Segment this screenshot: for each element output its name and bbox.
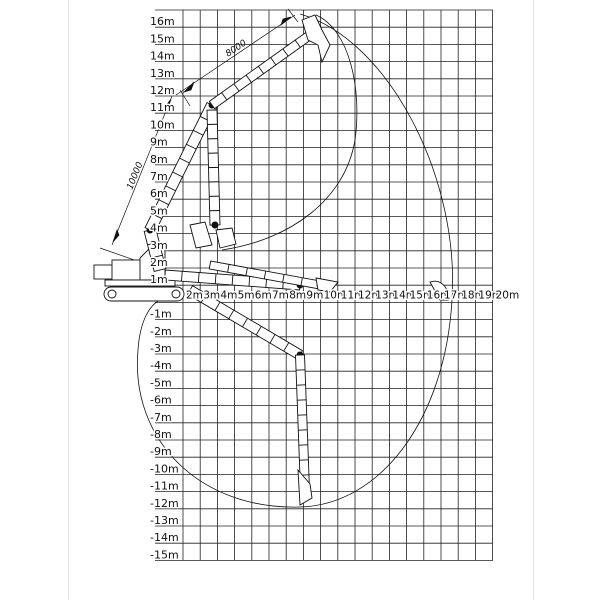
x-axis-label: 13m bbox=[375, 289, 399, 301]
bucket-deep bbox=[297, 468, 313, 506]
bucket-top bbox=[301, 14, 331, 64]
x-axis-label: 6m bbox=[255, 289, 272, 301]
y-axis-label: 11m bbox=[150, 101, 175, 114]
y-axis-label: -7m bbox=[150, 411, 172, 424]
x-axis-label: 9m bbox=[306, 289, 323, 301]
arm-length-label: 8000 bbox=[224, 38, 249, 59]
x-axis-label: 7m bbox=[272, 289, 289, 301]
y-axis-labels: 16m 15m 14m 13m 12m 11m 10m 9m 8m 7m 6m 5m 4m 3m 2m 1m -… bbox=[149, 14, 181, 563]
y-axis-label: 10m bbox=[150, 118, 175, 131]
y-axis-label: 2m bbox=[150, 256, 168, 269]
x-axis-label: 20m bbox=[496, 289, 520, 301]
y-axis-label: 15m bbox=[150, 32, 175, 45]
bucket-curl bbox=[189, 221, 213, 249]
bucket-reach bbox=[429, 280, 449, 301]
x-axis-label: 16m bbox=[427, 289, 451, 301]
y-axis-label: -3m bbox=[150, 342, 172, 355]
x-axis-label: 5m bbox=[238, 289, 255, 301]
x-axis-label: 10m bbox=[324, 289, 348, 301]
boom-dimension bbox=[99, 95, 173, 263]
x-axis-label: 12m bbox=[358, 289, 382, 301]
y-axis-label: -15m bbox=[150, 548, 179, 561]
y-axis-label: -14m bbox=[150, 531, 179, 544]
y-axis-label: 13m bbox=[150, 67, 175, 80]
y-axis-label: 12m bbox=[150, 84, 175, 97]
max-reach-envelope bbox=[136, 13, 454, 508]
max-height-envelope bbox=[221, 14, 358, 251]
y-axis-label: -6m bbox=[150, 394, 172, 407]
y-axis-label: 4m bbox=[150, 222, 168, 235]
arm-vertical bbox=[295, 354, 310, 494]
y-axis-label: -8m bbox=[150, 428, 172, 441]
x-axis-label: 14m bbox=[392, 289, 416, 301]
y-axis-label: -5m bbox=[150, 376, 172, 389]
y-axis-label: 5m bbox=[150, 204, 168, 217]
y-axis-label: 14m bbox=[150, 50, 175, 63]
y-axis-label: -10m bbox=[150, 462, 179, 475]
y-axis-label: 8m bbox=[150, 153, 168, 166]
x-axis-label: 11m bbox=[341, 289, 365, 301]
y-axis-label: 3m bbox=[150, 239, 168, 252]
bucket-curl-2 bbox=[215, 227, 237, 249]
y-axis-label: -4m bbox=[150, 359, 172, 372]
y-axis-label: 7m bbox=[150, 170, 168, 183]
y-axis-label: 1m bbox=[150, 273, 168, 286]
boom-raised-upper bbox=[144, 101, 218, 234]
x-axis-label: 15m bbox=[410, 289, 434, 301]
y-axis-label: -13m bbox=[150, 514, 179, 527]
x-axis-label: 17m bbox=[444, 289, 468, 301]
excavator-poses bbox=[143, 30, 324, 494]
buckets bbox=[189, 14, 449, 506]
y-axis-label: 6m bbox=[150, 187, 168, 200]
y-axis-label: -1m bbox=[150, 308, 172, 321]
boom-length-label: 10000 bbox=[126, 161, 146, 192]
y-axis-label: -9m bbox=[150, 445, 172, 458]
x-axis-label: 18m bbox=[461, 289, 485, 301]
x-axis-label: 8m bbox=[289, 289, 306, 301]
arm-folded bbox=[206, 109, 221, 229]
x-axis-label: 3m bbox=[203, 289, 220, 301]
y-axis-label: -2m bbox=[150, 325, 172, 338]
bucket-ground bbox=[315, 277, 339, 293]
x-axis-label: 19m bbox=[478, 289, 502, 301]
y-axis-label: 9m bbox=[150, 136, 168, 149]
y-axis-label: -11m bbox=[150, 480, 179, 493]
x-axis-label: 2m bbox=[186, 289, 203, 301]
y-axis-label: 16m bbox=[150, 15, 175, 28]
x-axis-label: 4m bbox=[220, 289, 237, 301]
y-axis-label: -12m bbox=[150, 497, 179, 510]
arm-raised bbox=[208, 30, 314, 110]
arm-dimension bbox=[175, 8, 299, 107]
